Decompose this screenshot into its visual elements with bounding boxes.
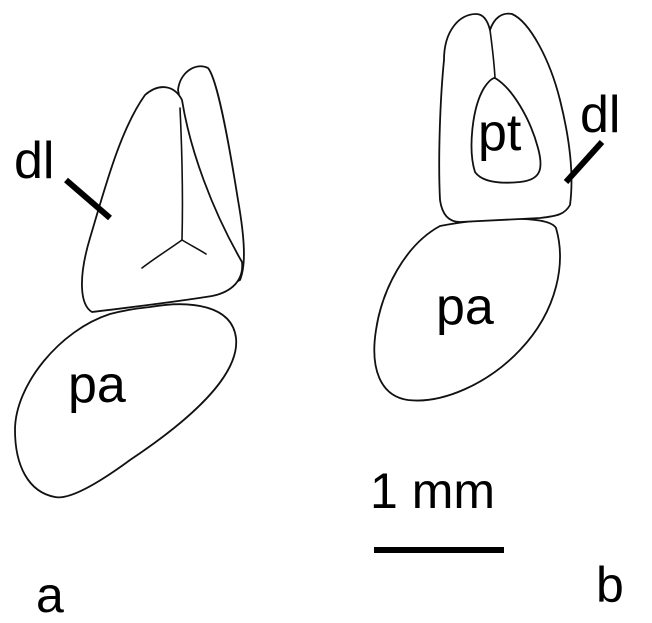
panel-b-pa-label: pa bbox=[436, 278, 494, 336]
panel-a-pa-label: pa bbox=[68, 356, 126, 414]
scale: 1 mm bbox=[370, 463, 504, 550]
panel-a-dl-label: dl bbox=[14, 132, 54, 190]
scale-label: 1 mm bbox=[370, 463, 495, 519]
panel-b-label: b bbox=[596, 557, 624, 613]
panel-b-pt-label: pt bbox=[478, 104, 522, 162]
panel-a: dl pa a bbox=[14, 66, 244, 623]
panel-b-dl-label: dl bbox=[580, 86, 620, 144]
panel-b: pt dl pa b bbox=[374, 14, 623, 613]
panel-a-label: a bbox=[36, 567, 64, 623]
